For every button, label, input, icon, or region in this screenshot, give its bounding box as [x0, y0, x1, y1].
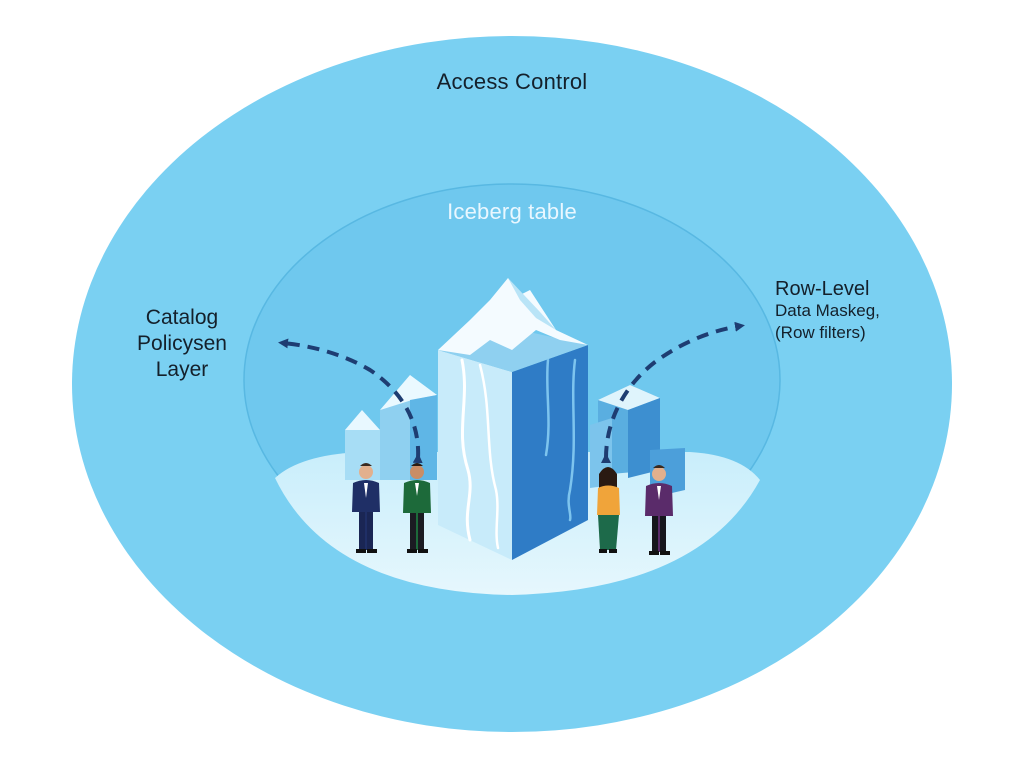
catalog-policy-layer-label: Catalog Policysen Layer — [112, 305, 252, 383]
right-label-line: Data Maskeg, — [775, 301, 880, 320]
left-label-line: Catalog — [145, 306, 219, 329]
dashed-arrow-icon — [600, 321, 745, 464]
right-label-line: (Row filters) — [775, 323, 866, 342]
iceberg-icon — [438, 278, 588, 560]
iceberg-table-title: Iceberg table — [447, 199, 577, 224]
access-control-title: Access Control — [436, 69, 588, 94]
person-icon — [403, 463, 431, 553]
person-icon — [352, 463, 380, 553]
person-icon — [597, 467, 620, 553]
left-label-line: Layer — [155, 358, 209, 381]
left-label-line: Policysen — [137, 332, 227, 355]
dashed-arrow-icon — [278, 338, 423, 464]
right-label-line: Row-Level — [775, 278, 870, 300]
row-level-security-label: Row-Level Data Maskeg, (Row filters) — [775, 278, 880, 344]
person-icon — [645, 465, 673, 555]
